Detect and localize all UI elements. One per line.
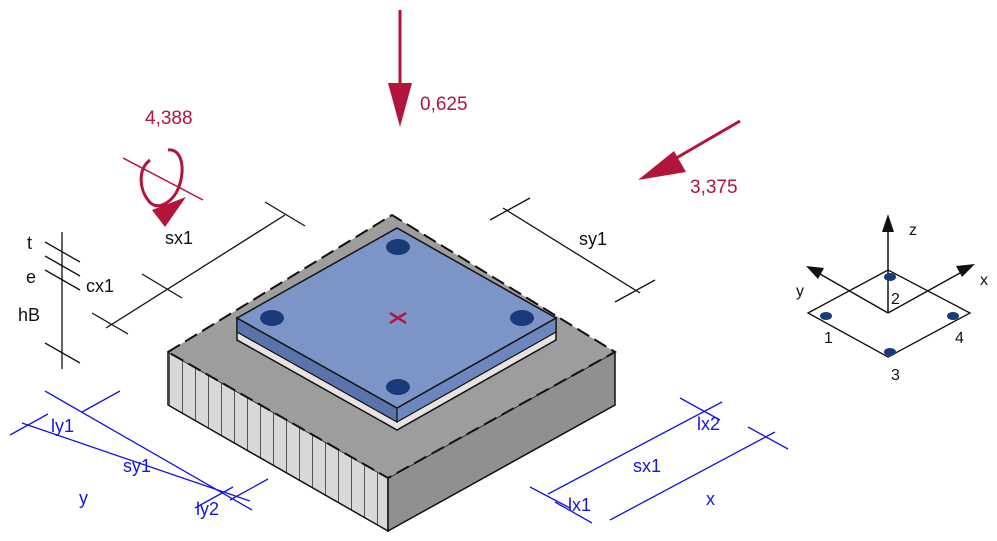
center-mark (389, 311, 407, 325)
z-axis-arrow (882, 214, 894, 232)
moment-value: 4,388 (145, 108, 193, 129)
dimension-label-ly1: ly1 (51, 416, 74, 436)
bolt-number-4: 4 (955, 330, 964, 347)
height-scale (44, 232, 81, 369)
dimension-label-lx1: lx1 (568, 495, 591, 515)
dimension-label-x: x (706, 489, 715, 509)
scale-label-t: t (27, 233, 32, 253)
dimension-label-sx1-bottom: sx1 (633, 456, 661, 476)
y-axis-arrow (806, 266, 824, 279)
dimension-label-cx1: cx1 (86, 276, 114, 296)
dimension-label-y: y (79, 488, 88, 508)
bolt-number-2: 2 (891, 291, 900, 308)
horizontal-load-arrow (638, 119, 741, 180)
axis-label-x: x (980, 272, 988, 289)
bolt-layout-square (806, 269, 972, 358)
dimension-label-ly2: ly2 (196, 499, 219, 519)
anchor-bolt (386, 379, 410, 395)
axis-label-y: y (796, 283, 804, 300)
bolt-marker-1 (820, 312, 832, 320)
bolt-marker-3 (884, 348, 896, 356)
moment-arrow (122, 148, 204, 227)
axis-label-z: z (909, 222, 917, 239)
dimension-sx1-top (91, 201, 306, 335)
dimension-sy1-top (489, 197, 656, 303)
dimension-x-bottom (529, 397, 789, 524)
dimension-label-sy1-bottom: sy1 (123, 456, 151, 476)
vertical-load-arrow (388, 10, 412, 127)
x-axis-arrow (956, 264, 975, 277)
horizontal-load-value: 3,375 (690, 177, 738, 198)
axes-icon (806, 214, 975, 358)
anchor-bolt (386, 239, 410, 255)
dimension-label-sy1: sy1 (579, 229, 607, 249)
dimension-label-sx1: sx1 (165, 228, 193, 248)
vertical-load-value: 0,625 (420, 94, 468, 115)
bolt-number-3: 3 (891, 367, 900, 384)
bolt-marker-4 (947, 312, 959, 320)
dimension-y-bottom (9, 390, 269, 511)
base-plate (235, 227, 558, 431)
bolt-number-1: 1 (824, 330, 833, 347)
scale-label-e: e (26, 267, 36, 287)
anchor-bolt (260, 310, 284, 326)
bolt-marker-2 (884, 273, 896, 281)
anchor-bolt (510, 310, 534, 326)
dimension-label-lx2: lx2 (697, 414, 720, 434)
scale-label-hB: hB (18, 305, 40, 325)
